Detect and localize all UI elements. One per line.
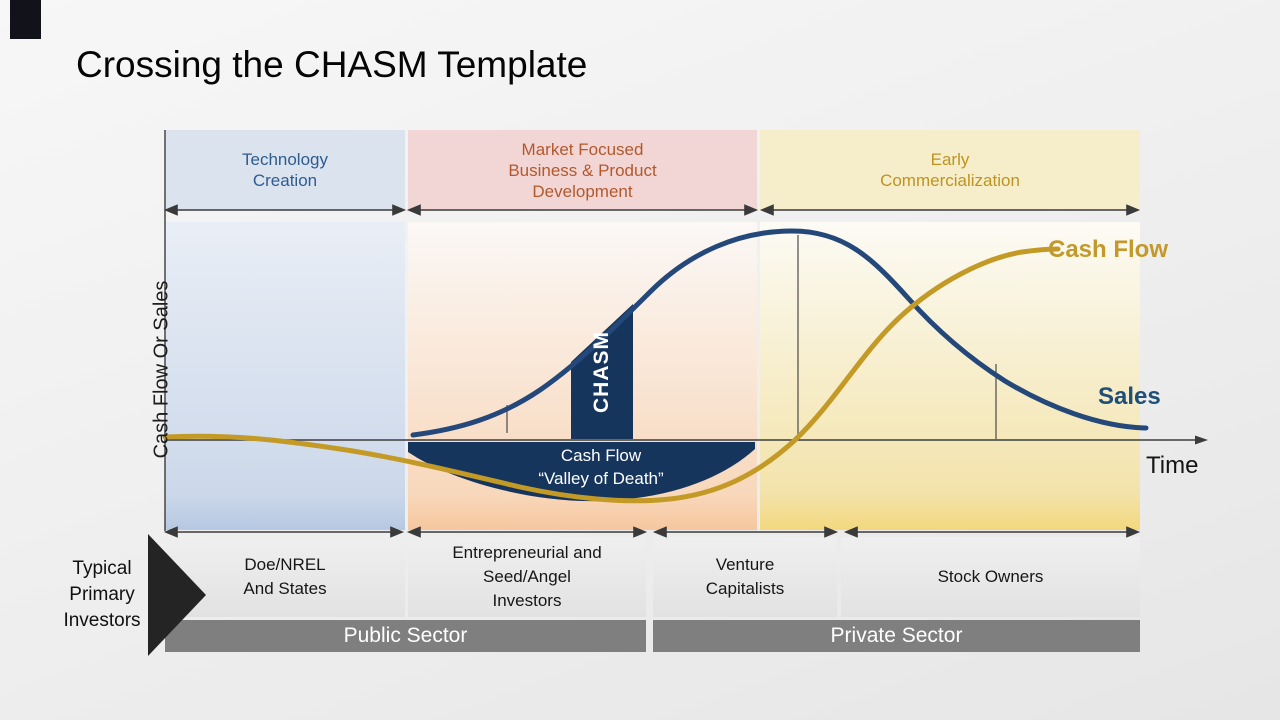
investor-box-venture-capitalists: Venture Capitalists	[653, 537, 837, 617]
x-axis-label: Time	[1146, 452, 1199, 479]
x-axis-arrowhead-icon	[1195, 435, 1208, 445]
corner-accent-bar	[10, 0, 41, 39]
phase-early-commercialization: Early Commercialization	[760, 130, 1140, 210]
investor-line: Entrepreneurial and	[452, 543, 602, 562]
phase-line: Commercialization	[880, 171, 1020, 190]
investor-line: Venture	[715, 555, 775, 574]
investor-line: Stock Owners	[937, 567, 1044, 586]
investors-heading-line: Typical	[72, 558, 132, 579]
valley-line-2: “Valley of Death”	[538, 469, 664, 488]
chart-background-commercialization	[760, 222, 1140, 530]
investor-line: Seed/Angel	[483, 567, 571, 586]
public-sector-label: Public Sector	[343, 624, 468, 647]
phase-market-focused-development: Market Focused Business & Product Develo…	[408, 130, 757, 210]
investor-line: And States	[243, 579, 327, 598]
private-sector-label: Private Sector	[830, 624, 963, 647]
sales-curve-label: Sales	[1098, 383, 1161, 410]
valley-of-death-label: Cash Flow “Valley of Death”	[430, 444, 772, 490]
phase-line: Market Focused	[521, 139, 644, 159]
investors-heading-line: Primary	[69, 584, 135, 605]
y-axis-label: Cash Flow Or Sales	[150, 280, 173, 459]
investors-heading-line: Investors	[63, 610, 141, 631]
phase-line: Business & Product	[508, 160, 657, 180]
investor-box-doe-nrel: Doe/NREL And States	[165, 537, 405, 617]
phase-technology-creation: Technology Creation	[165, 130, 405, 210]
investors-heading: Typical Primary Investors	[38, 556, 166, 634]
phase-line: Development	[532, 181, 633, 201]
investor-line: Doe/NREL	[244, 555, 326, 574]
valley-line-1: Cash Flow	[560, 446, 642, 465]
investor-line: Capitalists	[705, 579, 785, 598]
chart-background-technology	[165, 222, 405, 530]
phase-line: Creation	[252, 171, 318, 190]
slide-title: Crossing the CHASM Template	[76, 44, 588, 85]
investor-box-seed-angel: Entrepreneurial and Seed/Angel Investors	[408, 537, 646, 617]
public-sector-bar: Public Sector	[165, 620, 646, 652]
phase-line: Technology	[241, 150, 328, 169]
investor-line: Investors	[492, 591, 562, 610]
cash-flow-curve-label: Cash Flow	[1048, 236, 1169, 263]
phase-line: Early	[930, 150, 970, 169]
investor-box-stock-owners: Stock Owners	[841, 537, 1140, 617]
private-sector-bar: Private Sector	[653, 620, 1140, 652]
chasm-label: CHASM	[590, 331, 613, 413]
